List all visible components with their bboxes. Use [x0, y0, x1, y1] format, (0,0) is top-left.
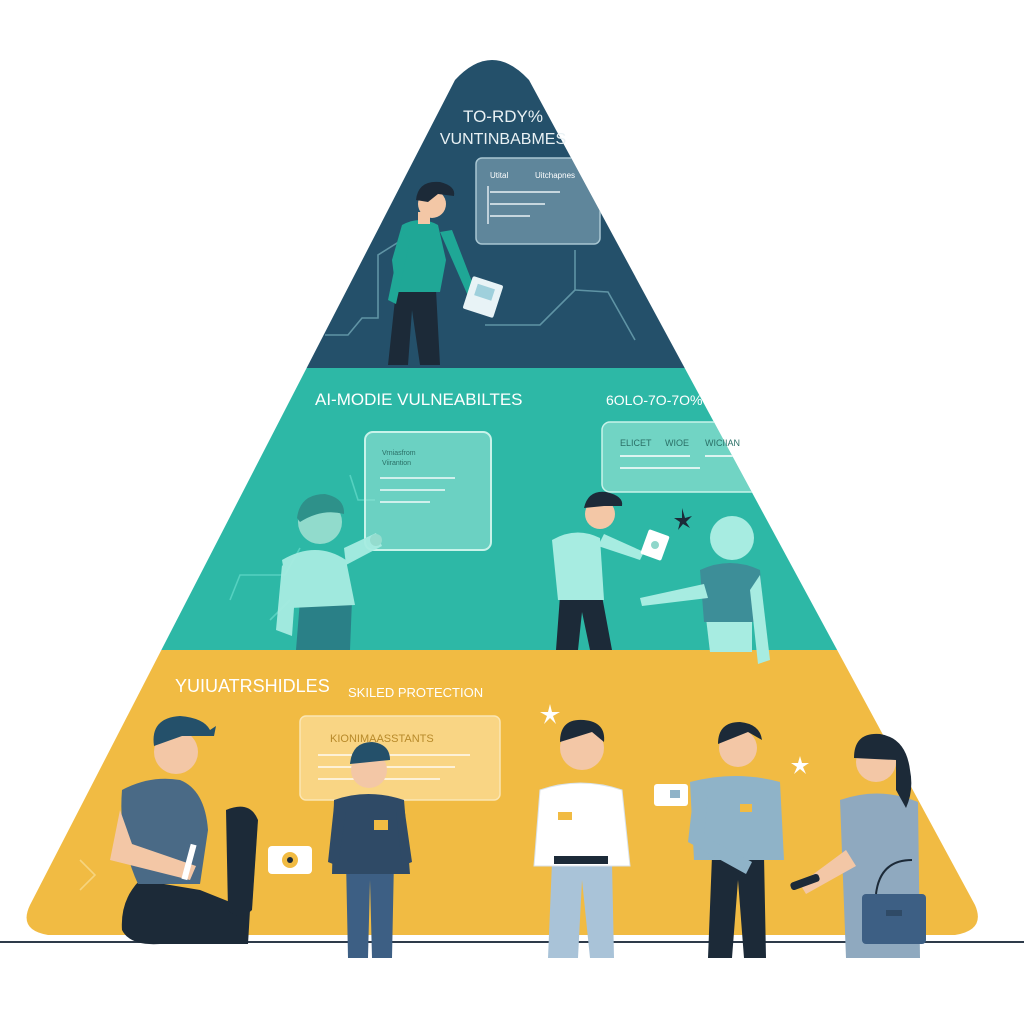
panel-middle-right-a: ELICET [620, 438, 652, 448]
tier-middle-label: AI-MODIE VULNEABILTES [315, 390, 523, 409]
panel-middle-left-line1: Vrniasfrom [382, 450, 416, 457]
id-card-icon [640, 529, 670, 561]
tier-bottom-sub-label: SKILED PROTECTION [348, 685, 483, 700]
tier-bottom-label: YUIUATRSHIDLES [175, 676, 330, 696]
circuit-lines-bottom [79, 859, 97, 891]
panel-top-heading-a: Utital [490, 171, 508, 180]
panel-bottom [299, 715, 501, 801]
panel-top-heading-b: Uitchapnes [535, 171, 575, 180]
person-middle-receiver [640, 516, 770, 664]
sparkle-icon [540, 704, 560, 724]
panel-middle-left-line2: Viirantion [382, 460, 411, 467]
person-bottom-officer [688, 722, 784, 958]
panel-middle-left [364, 431, 492, 551]
tier-top-label-line1: TO-RDY% [463, 107, 543, 126]
panel-middle-right [601, 421, 768, 493]
person-bottom-technician [328, 742, 412, 958]
panel-middle-right-c: WICIIAN [705, 438, 740, 448]
panel-bottom-text: KIONIMAASSTANTS [330, 733, 434, 745]
person-bottom-kneeling [110, 716, 258, 945]
person-top-analyst [388, 181, 476, 365]
briefcase-icon [862, 859, 926, 944]
tier-middle-percent: 6OLO-7O-7O% I [606, 392, 710, 408]
tool-icon [790, 873, 820, 891]
document-icon [463, 276, 503, 318]
sparkle-icon [791, 756, 809, 774]
person-middle-giver [552, 491, 644, 650]
panel-middle-right-b: WIOE [665, 438, 689, 448]
id-card-icon [654, 784, 688, 806]
sparkle-icon [674, 508, 692, 530]
tier-top-label-line2: VUNTINBABMES [440, 131, 566, 148]
person-middle-hologram [276, 494, 382, 650]
circuit-lines-top [325, 237, 636, 341]
person-bottom-supervisor [533, 719, 631, 958]
tier-middle [26, 368, 978, 650]
shield-badge-icon [268, 846, 312, 874]
